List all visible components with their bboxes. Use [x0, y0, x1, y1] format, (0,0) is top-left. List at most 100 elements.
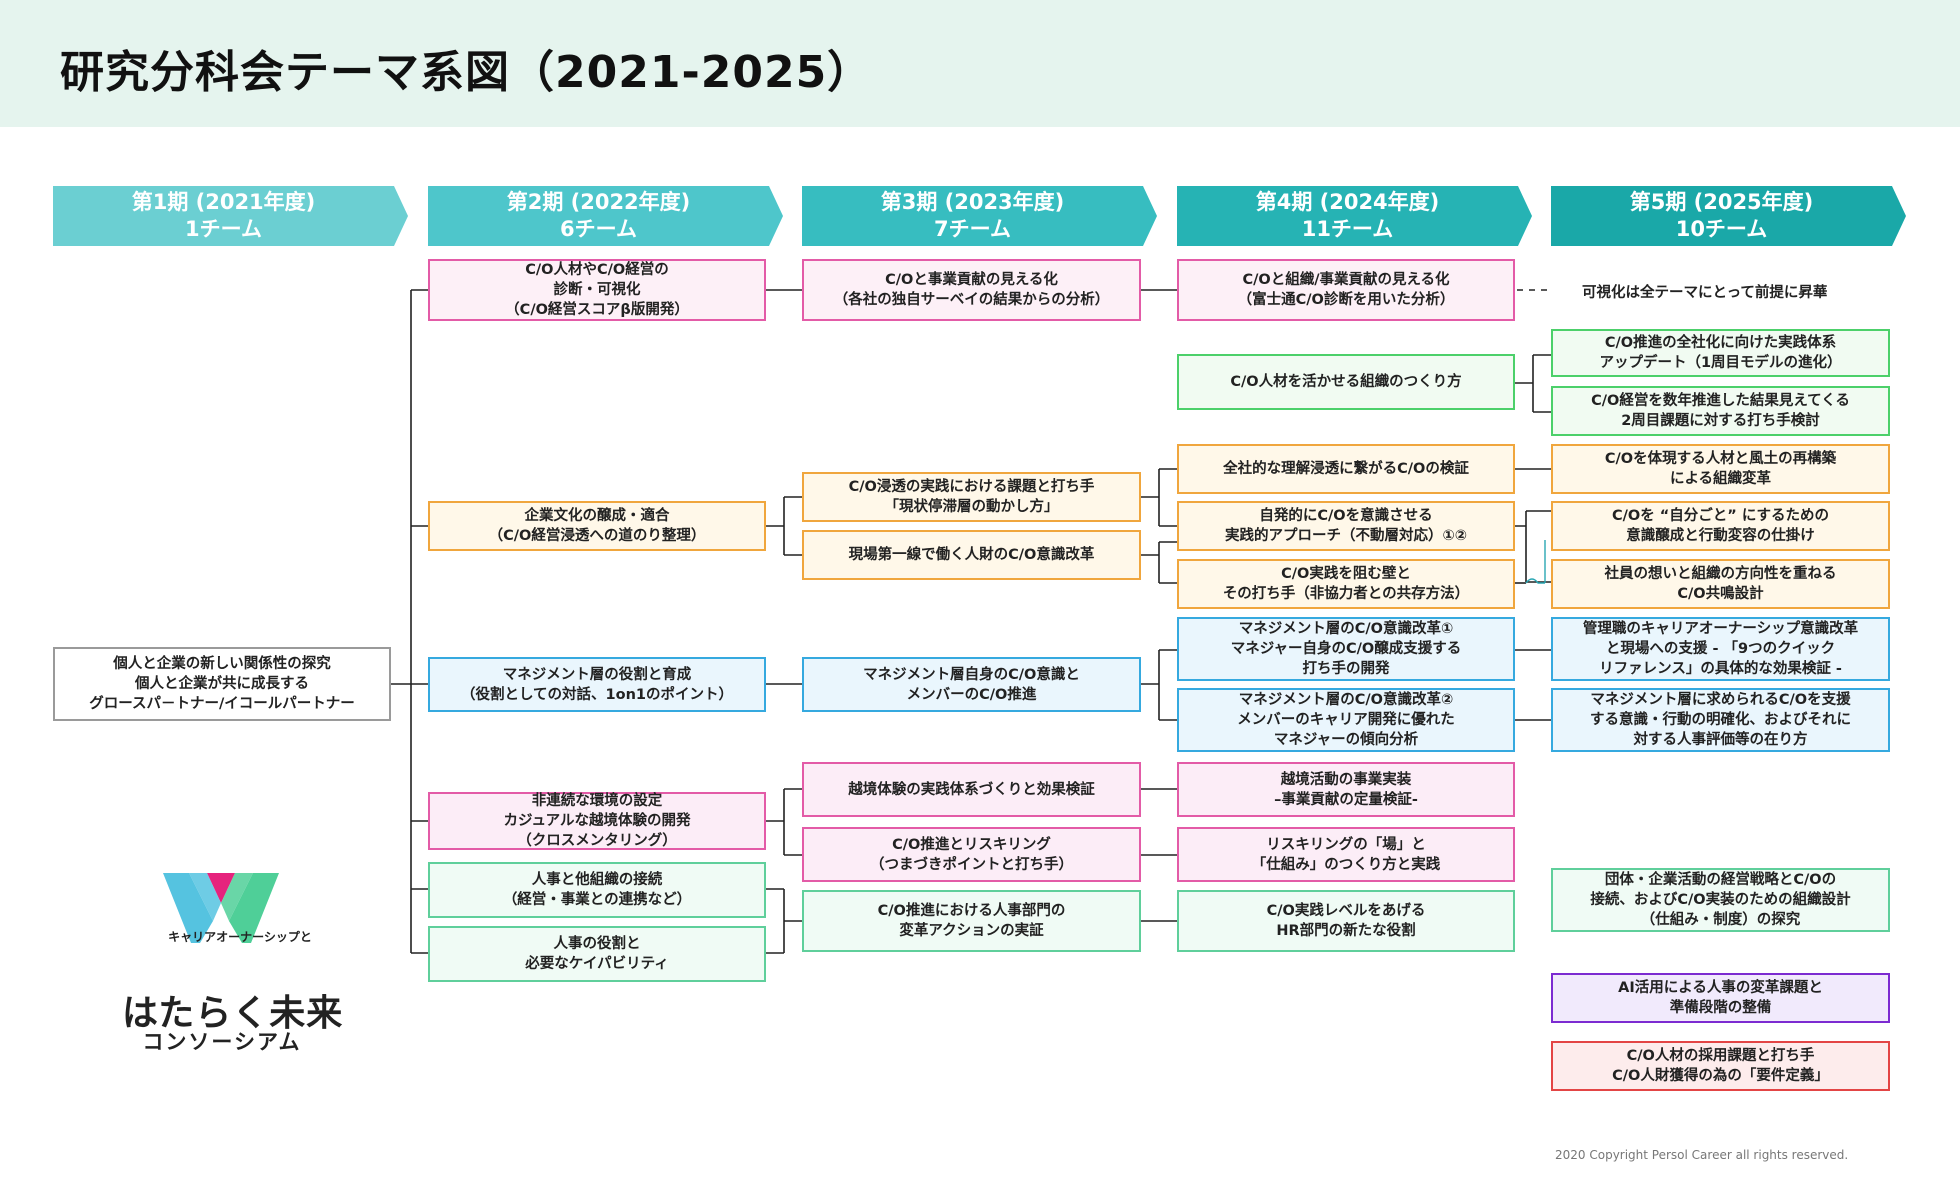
box-line: 非連続な環境の設定	[531, 793, 663, 809]
p4-theme-box-3: 全社的な理解浸透に繋がるC/Oの検証	[1177, 444, 1515, 494]
header-band	[0, 0, 1960, 127]
box-line: マネジャーの傾向分析	[1273, 732, 1419, 748]
p3-theme-box-6: C/O推進とリスキリング （つまづきポイントと打ち手）	[802, 827, 1141, 882]
phase-title: 第5期 (2025年度)	[1629, 190, 1814, 214]
box-line: （クロスメンタリング）	[517, 833, 677, 849]
box-line: –事業貢献の定量検証-	[1274, 791, 1418, 808]
box-line: （役割としての対話、1on1のポイント）	[460, 686, 734, 703]
box-line: C/Oと組織/事業貢献の見える化	[1242, 272, 1450, 288]
phase-title: 第3期 (2023年度)	[880, 190, 1065, 214]
p2-theme-box-5: 人事と他組織の接続 （経営・事業との連携など）	[428, 862, 766, 918]
phase-team-count: 10チーム	[1675, 217, 1768, 241]
phase-team-count: 7チーム	[934, 217, 1011, 241]
box-line: メンバーのC/O推進	[906, 686, 1037, 703]
p5-theme-box-4: C/Oを “自分ごと” にするための 意識醸成と行動変容の仕掛け	[1551, 501, 1890, 551]
box-line: マネジメント層のC/O意識改革①	[1238, 621, 1454, 637]
p5-theme-box-10: C/O人材の採用課題と打ち手 C/O人財獲得の為の「要件定義」	[1551, 1041, 1890, 1091]
box-line: カジュアルな越境体験の開発	[503, 813, 691, 829]
root-theme-box: 個人と企業の新しい関係性の探究 個人と企業が共に成長する グロースパ－トナー/イ…	[53, 647, 391, 721]
p5-theme-box-8: 団体・企業活動の経営戦略とC/Oの 接続、およびC/O実装のための組織設計 （仕…	[1551, 868, 1890, 932]
box-line: 企業文化の醸成・適合	[524, 508, 670, 524]
box-line: マネジャー自身のC/O醸成支援する	[1230, 641, 1462, 657]
box-line: と現場への支援 - 「9つのクイック	[1605, 641, 1836, 657]
box-line: C/O推進の全社化に向けた実践体系	[1604, 335, 1837, 351]
p4-theme-box-1: C/Oと組織/事業貢献の見える化 （富士通C/O診断を用いた分析）	[1177, 259, 1515, 321]
box-line: （仕組み・制度）の探究	[1640, 912, 1801, 928]
box-line: メンバーのキャリア開発に優れた	[1237, 712, 1455, 728]
phase-title: 第4期 (2024年度)	[1255, 190, 1440, 214]
box-line: 個人と企業が共に成長する	[135, 676, 309, 692]
p3-theme-box-2: C/O浸透の実践における課題と打ち手 「現状停滞層の動かし方」	[802, 472, 1141, 522]
box-line: 必要なケイパビリティ	[525, 956, 669, 972]
p5-theme-box-7: マネジメント層に求められるC/Oを支援 する意識・行動の明確化、およびそれに 対…	[1551, 688, 1890, 752]
box-line: リスキリングの「場」と	[1266, 836, 1426, 853]
box-line: による組織変革	[1669, 471, 1772, 487]
box-line: 変革アクションの実証	[899, 923, 1044, 939]
box-line: 接続、およびC/O実装のための組織設計	[1590, 892, 1851, 908]
phase-team-count: 11チーム	[1301, 217, 1394, 241]
phase-header-4: 第4期 (2024年度) 11チーム	[1177, 186, 1532, 246]
phase-team-count: 6チーム	[560, 217, 637, 241]
p3-theme-box-7: C/O推進における人事部門の 変革アクションの実証	[802, 890, 1141, 952]
box-line: グロースパ－トナー/イコールパートナー	[89, 696, 355, 712]
box-line: 打ち手の開発	[1302, 661, 1390, 677]
p3-theme-box-1: C/Oと事業貢献の見える化 （各社の独自サーベイの結果からの分析）	[802, 259, 1141, 321]
phase-header-3: 第3期 (2023年度) 7チーム	[802, 186, 1157, 246]
phase-title: 第1期 (2021年度)	[131, 190, 316, 214]
box-line: 実践的アプローチ（不動層対応）①②	[1224, 528, 1468, 544]
box-line: C/O推進における人事部門の	[877, 903, 1066, 919]
box-line: （富士通C/O診断を用いた分析）	[1237, 292, 1455, 308]
box-line: する意識・行動の明確化、およびそれに	[1590, 712, 1851, 728]
box-line: C/O実践を阻む壁と	[1281, 566, 1411, 582]
p2-theme-box-4: 非連続な環境の設定 カジュアルな越境体験の開発 （クロスメンタリング）	[428, 792, 766, 850]
box-line: リファレンス」の具体的な効果検証 -	[1599, 661, 1842, 677]
box-line: 2周目課題に対する打ち手検討	[1621, 413, 1820, 429]
p5-note: 可視化は全テーマにとって前提に昇華	[1582, 285, 1828, 301]
phase-team-count: 1チーム	[185, 217, 262, 241]
p2-theme-box-2: 企業文化の醸成・適合 （C/O経営浸透への道のり整理）	[428, 501, 766, 551]
logo-consortium: コンソーシアム	[142, 1030, 302, 1054]
box-line: マネジメント層のC/O意識改革②	[1238, 692, 1454, 708]
p2-theme-box-3: マネジメント層の役割と育成 （役割としての対話、1on1のポイント）	[428, 657, 766, 712]
phase-header-1: 第1期 (2021年度) 1チーム	[53, 186, 408, 246]
phase-title: 第2期 (2022年度)	[506, 190, 691, 214]
box-line: 個人と企業の新しい関係性の探究	[113, 656, 331, 672]
box-line: 「現状停滞層の動かし方」	[884, 499, 1059, 515]
box-line: マネジメント層に求められるC/Oを支援	[1590, 692, 1851, 708]
consortium-logo-mark	[163, 873, 279, 943]
copyright-text: 2020 Copyright Persol Career all rights …	[1555, 1148, 1849, 1162]
box-line: C/O人材を活かせる組織のつくり方	[1230, 374, 1462, 390]
p4-theme-box-8: 越境活動の事業実装 –事業貢献の定量検証-	[1177, 762, 1515, 817]
p4-theme-box-4: 自発的にC/Oを意識させる 実践的アプローチ（不動層対応）①②	[1177, 501, 1515, 551]
box-line: C/Oを体現する人材と風土の再構築	[1604, 451, 1837, 467]
box-line: （各社の独自サーベイの結果からの分析）	[833, 292, 1110, 308]
box-line: マネジメント層の役割と育成	[502, 666, 692, 683]
p5-theme-box-1: C/O推進の全社化に向けた実践体系 アップデート（1周目モデルの進化）	[1551, 329, 1890, 377]
box-line: 「仕組み」のつくり方と実践	[1251, 856, 1441, 873]
box-line: AI活用による人事の変革課題と	[1618, 980, 1823, 996]
box-line: （C/O経営スコアβ版開発）	[505, 302, 689, 318]
box-line: アップデート（1周目モデルの進化）	[1599, 355, 1842, 371]
p4-theme-box-10: C/O実践レベルをあげる HR部門の新たな役割	[1177, 890, 1515, 952]
p5-theme-box-9: AI活用による人事の変革課題と 準備段階の整備	[1551, 973, 1890, 1023]
logo-wordmark: はたらく未来	[122, 993, 344, 1034]
box-line: 人事の役割と	[553, 936, 641, 952]
box-line: 全社的な理解浸透に繋がるC/Oの検証	[1223, 461, 1469, 477]
phase-header-2: 第2期 (2022年度) 6チーム	[428, 186, 783, 246]
box-line: 社員の想いと組織の方向性を重ねる	[1604, 566, 1837, 582]
p5-theme-box-2: C/O経営を数年推進した結果見えてくる 2周目課題に対する打ち手検討	[1551, 386, 1890, 436]
box-line: HR部門の新たな役割	[1276, 923, 1416, 939]
box-line: 越境体験の実践体系づくりと効果検証	[848, 781, 1095, 798]
phase-header-5: 第5期 (2025年度) 10チーム	[1551, 186, 1906, 246]
box-line: 管理職のキャリアオーナーシップ意識改革	[1582, 621, 1859, 637]
box-line: 診断・可視化	[553, 282, 641, 298]
box-line: その打ち手（非協力者との共存方法）	[1222, 586, 1470, 602]
p3-theme-box-5: 越境体験の実践体系づくりと効果検証	[802, 762, 1141, 817]
box-line: （つまづきポイントと打ち手）	[870, 856, 1073, 873]
p2-theme-box-1: C/O人材やC/O経営の 診断・可視化 （C/O経営スコアβ版開発）	[428, 259, 766, 321]
box-line: C/O経営を数年推進した結果見えてくる	[1591, 393, 1850, 409]
box-line: 越境活動の事業実装	[1280, 771, 1412, 788]
box-line: C/Oを “自分ごと” にするための	[1611, 508, 1830, 524]
box-line: C/O実践レベルをあげる	[1266, 903, 1426, 919]
